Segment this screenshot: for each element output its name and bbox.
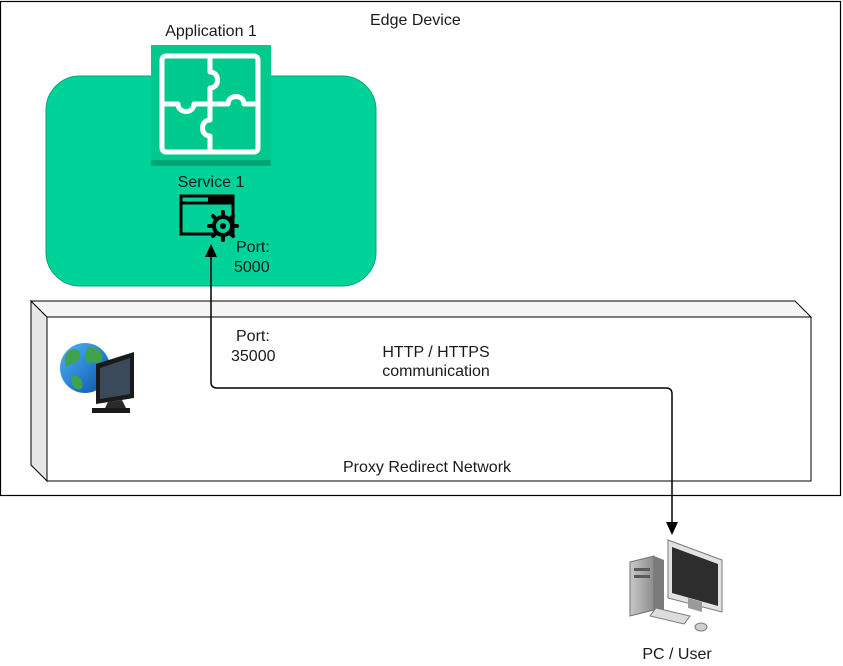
proxy-network-label: Proxy Redirect Network <box>342 459 512 476</box>
connection-protocol-label: HTTP / HTTPS <box>382 344 490 361</box>
application-label: Application 1 <box>165 23 257 40</box>
connection-line <box>205 244 678 535</box>
proxy-network-box <box>29 299 813 483</box>
service-port-number: 5000 <box>234 259 270 276</box>
globe-monitor-icon <box>60 343 134 413</box>
proxy-port-title: Port: <box>236 328 270 345</box>
puzzle-icon <box>151 45 271 166</box>
service-port-title: Port: <box>236 239 270 256</box>
service-window-gear-icon <box>179 194 239 242</box>
desktop-pc-icon <box>629 539 723 632</box>
proxy-port-number: 35000 <box>231 348 276 365</box>
edge-device-label: Edge Device <box>370 12 461 29</box>
client-label: PC / User <box>642 646 712 663</box>
connection-description-label: communication <box>382 363 490 380</box>
service-label: Service 1 <box>177 174 245 191</box>
